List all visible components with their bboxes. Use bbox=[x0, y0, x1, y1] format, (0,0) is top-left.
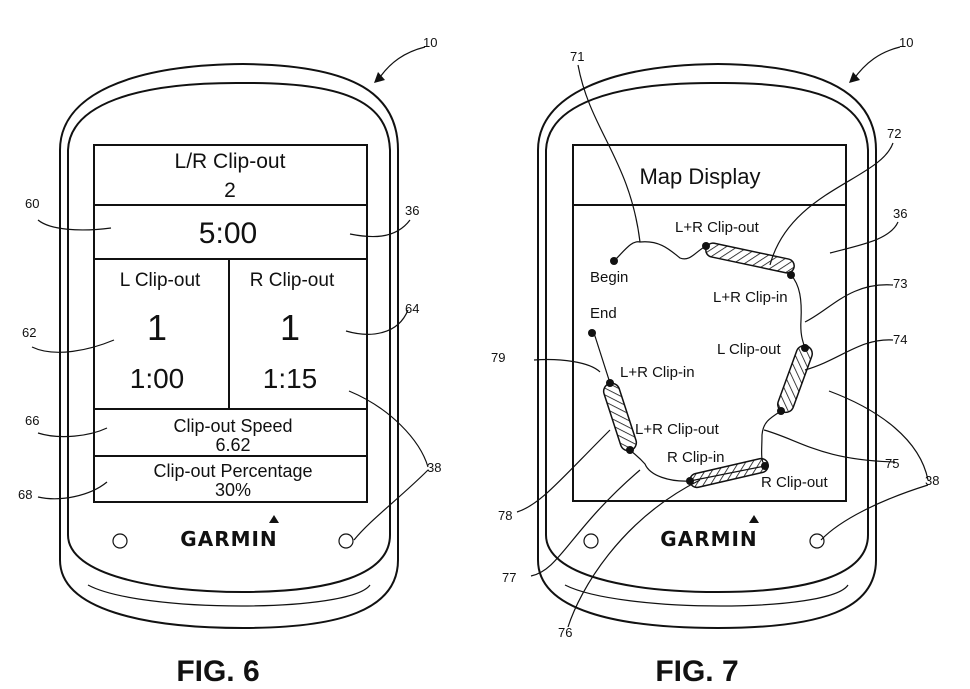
fig7-brand-logo: GARMIN bbox=[660, 527, 757, 551]
fig7-screen bbox=[572, 144, 847, 502]
fig6-ref-36: 36 bbox=[405, 203, 419, 218]
fig6-screen bbox=[93, 144, 368, 503]
fig6-device: L/R Clip-out 2 5:00 L Clip-out 1 1:00 R … bbox=[18, 35, 441, 688]
fig7-ref-73: 73 bbox=[893, 276, 907, 291]
fig7-ref-71: 71 bbox=[570, 49, 584, 64]
fig6-right-button[interactable] bbox=[338, 533, 354, 549]
fig6-ref-64: 64 bbox=[405, 301, 419, 316]
begin-point bbox=[610, 257, 618, 265]
route-point bbox=[777, 407, 785, 415]
label-r-clip-out: R Clip-out bbox=[761, 474, 829, 491]
fig7-inner-body bbox=[545, 81, 869, 594]
fig7-ref-74: 74 bbox=[893, 332, 907, 347]
fig7-ref-77: 77 bbox=[502, 570, 516, 585]
fig7-ref-76: 76 bbox=[558, 625, 572, 640]
fig7-ref-38: 38 bbox=[925, 473, 939, 488]
route-point bbox=[626, 446, 634, 454]
fig7-ref-75: 75 bbox=[885, 456, 899, 471]
fig6-left-label: L Clip-out bbox=[120, 270, 201, 291]
fig6-arrow-icon bbox=[374, 72, 385, 83]
fig6-ref-10: 10 bbox=[423, 35, 437, 50]
fig6-speed-value: 6.62 bbox=[215, 435, 250, 455]
end-point bbox=[588, 329, 596, 337]
fig6-brand-logo: GARMIN bbox=[180, 527, 277, 551]
fig6-left-count: 1 bbox=[147, 307, 167, 348]
fig6-caption: FIG. 6 bbox=[176, 655, 259, 688]
route-point bbox=[702, 242, 710, 250]
route-point bbox=[606, 379, 614, 387]
label-lr-clip-out-left: L+R Clip-out bbox=[635, 421, 720, 438]
fig6-ref-38: 38 bbox=[427, 460, 441, 475]
fig7-arrow-icon bbox=[849, 72, 860, 83]
fig6-header-count: 2 bbox=[224, 179, 236, 202]
fig6-right-label: R Clip-out bbox=[250, 270, 335, 291]
label-r-clip-in: R Clip-in bbox=[667, 449, 725, 466]
fig6-right-time: 1:15 bbox=[263, 363, 318, 394]
fig7-ref-36: 36 bbox=[893, 206, 907, 221]
fig6-left-button[interactable] bbox=[112, 533, 128, 549]
route-segment-lr-clip-out-78 bbox=[602, 382, 638, 452]
route-segment-l-clip-out-74 bbox=[777, 344, 813, 414]
fig6-total-time: 5:00 bbox=[199, 217, 257, 250]
fig6-ref-60: 60 bbox=[25, 196, 39, 211]
fig7-ref-78: 78 bbox=[498, 508, 512, 523]
label-l-clip-out: L Clip-out bbox=[717, 341, 781, 358]
route-point bbox=[761, 462, 769, 470]
label-lr-clip-in-top: L+R Clip-in bbox=[713, 289, 788, 306]
fig6-ref-66: 66 bbox=[25, 413, 39, 428]
route-point bbox=[787, 271, 795, 279]
fig7-right-button[interactable] bbox=[809, 533, 825, 549]
fig6-percentage-label: Clip-out Percentage bbox=[153, 461, 312, 481]
fig7-outer-body bbox=[537, 62, 877, 630]
fig7-ref-72: 72 bbox=[887, 126, 901, 141]
label-end: End bbox=[590, 305, 617, 322]
fig6-percentage-value: 30% bbox=[215, 480, 251, 500]
label-lr-clip-in-left: L+R Clip-in bbox=[620, 364, 695, 381]
fig7-logo-triangle-icon bbox=[749, 515, 759, 523]
fig7-ref-10: 10 bbox=[899, 35, 913, 50]
fig7-left-button[interactable] bbox=[583, 533, 599, 549]
fig6-logo-triangle-icon bbox=[269, 515, 279, 523]
label-lr-clip-out-top: L+R Clip-out bbox=[675, 219, 760, 236]
fig7-caption: FIG. 7 bbox=[655, 655, 738, 688]
route-point bbox=[686, 477, 694, 485]
fig6-outer-body bbox=[59, 62, 399, 630]
route-segment-lr-clip-out-72 bbox=[705, 242, 795, 274]
fig7-header-title: Map Display bbox=[639, 164, 760, 189]
label-begin: Begin bbox=[590, 269, 628, 286]
route-point bbox=[801, 344, 809, 352]
fig7-device: Map Display Begin End L+R Clip-out L+R C… bbox=[491, 35, 939, 688]
fig6-ref-62: 62 bbox=[22, 325, 36, 340]
fig6-bottom-bevel bbox=[87, 584, 371, 607]
fig7-ref-79: 79 bbox=[491, 350, 505, 365]
fig7-bottom-bevel bbox=[564, 584, 849, 607]
fig6-left-time: 1:00 bbox=[130, 363, 185, 394]
fig6-header-title: L/R Clip-out bbox=[175, 150, 286, 173]
route-path bbox=[613, 241, 707, 262]
fig6-ref-68: 68 bbox=[18, 487, 32, 502]
fig6-inner-body bbox=[67, 81, 391, 594]
fig6-speed-label: Clip-out Speed bbox=[173, 416, 292, 436]
fig6-right-count: 1 bbox=[280, 307, 300, 348]
